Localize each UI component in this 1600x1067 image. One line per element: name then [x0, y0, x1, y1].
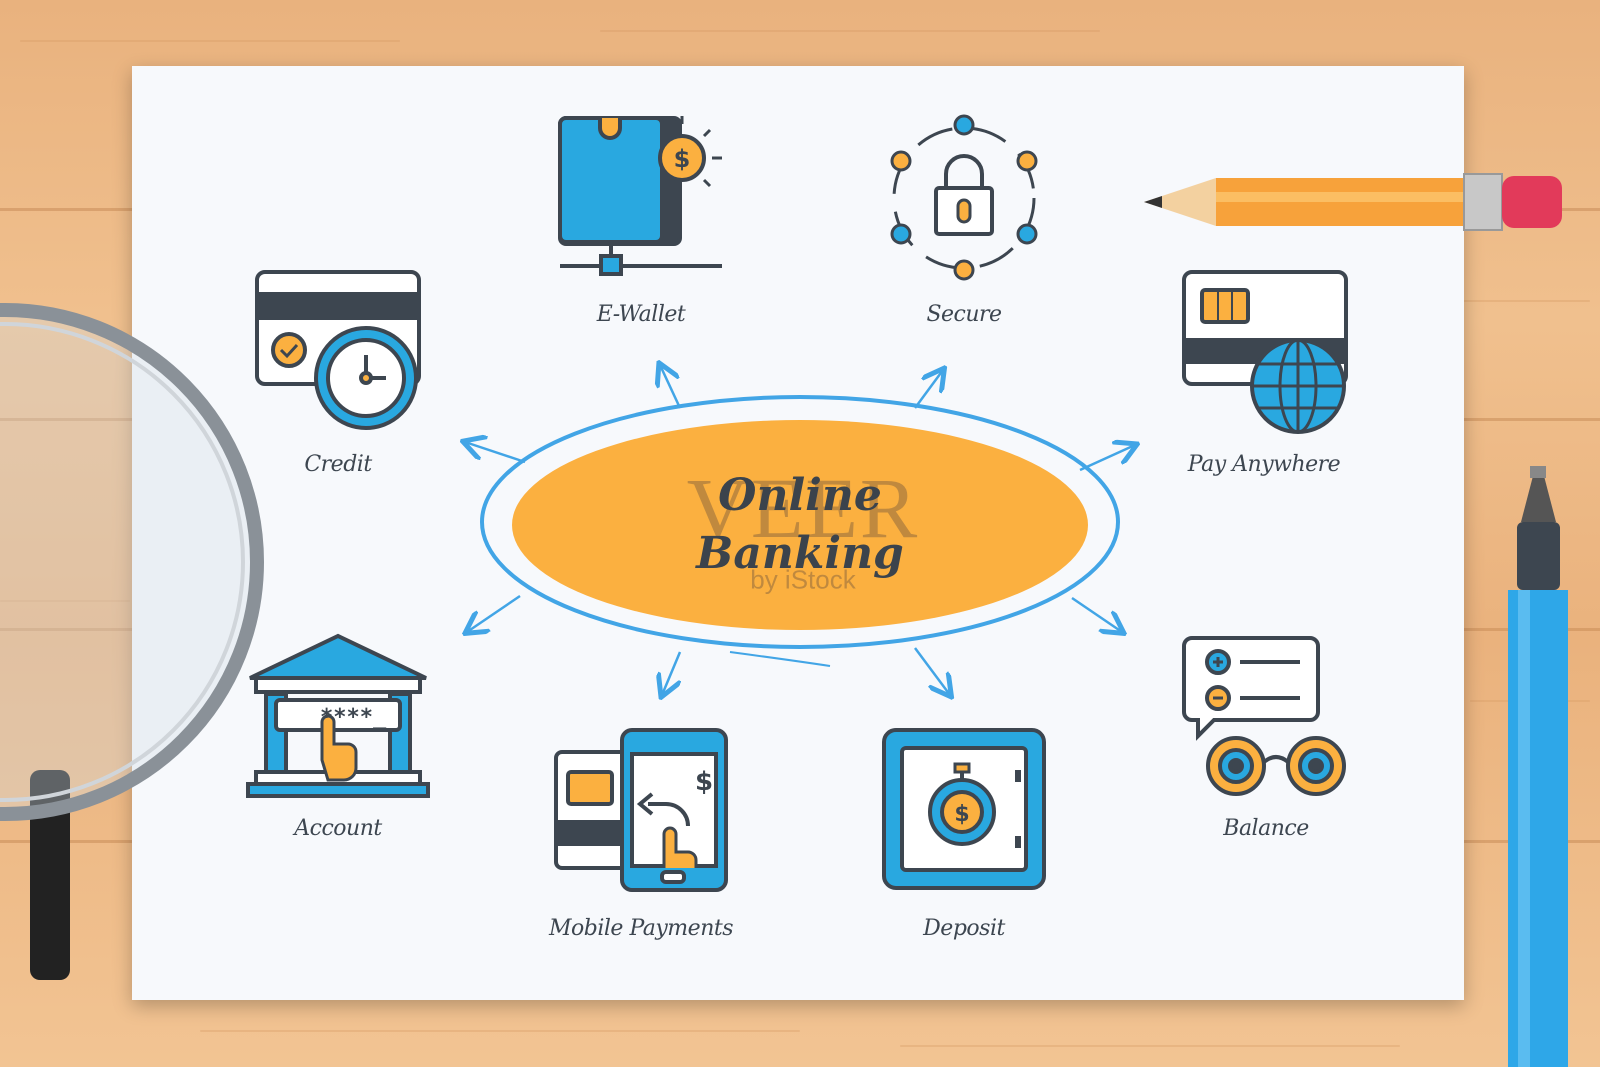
center-ellipse — [480, 395, 1120, 667]
watermark-veer: VEER — [686, 460, 920, 556]
card-globe-icon — [1182, 270, 1348, 434]
arrow-deposit — [913, 647, 950, 695]
arrow-account — [467, 594, 521, 632]
account-password-stars: ****_ — [320, 705, 387, 730]
arrow-balance — [1071, 596, 1122, 632]
arrow-mobile-payments — [662, 651, 680, 695]
ballpoint-pen — [1508, 466, 1568, 1067]
center-title: Online Banking — [696, 467, 904, 583]
node-label-deposit: Deposit — [923, 916, 1005, 941]
safe-deposit-icon — [882, 728, 1046, 890]
node-label-credit: Credit — [304, 452, 372, 477]
balance-review-icon — [1182, 636, 1346, 796]
e-wallet-dollar-sign: $ — [674, 145, 691, 173]
arrow-secure — [913, 370, 943, 409]
node-label-balance: Balance — [1223, 816, 1309, 841]
center-title-line2: Banking — [696, 528, 904, 579]
mobile-dollar-sign: $ — [695, 767, 713, 797]
node-label-e-wallet: E-Wallet — [596, 302, 686, 327]
node-label-secure: Secure — [926, 302, 1002, 327]
arrow-credit — [465, 442, 526, 464]
e-wallet-icon — [558, 116, 722, 276]
padlock-network-icon — [890, 114, 1038, 281]
credit-card-clock-icon — [255, 270, 421, 430]
node-label-pay-anywhere: Pay Anywhere — [1187, 452, 1341, 477]
arrow-pay-anywhere — [1079, 445, 1135, 472]
pencil — [1144, 173, 1562, 231]
center-title-line1: Online — [718, 470, 882, 521]
bank-account-icon — [246, 633, 430, 798]
mobile-payment-icon — [554, 728, 728, 892]
deposit-dollar-sign: $ — [954, 802, 969, 827]
connector-arrows — [465, 365, 1135, 695]
magnifying-glass — [0, 303, 264, 980]
arrow-e-wallet — [660, 365, 682, 409]
node-label-account: Account — [294, 816, 382, 841]
node-label-mobile-payments: Mobile Payments — [549, 916, 733, 941]
watermark-istock: by iStock — [750, 564, 856, 595]
